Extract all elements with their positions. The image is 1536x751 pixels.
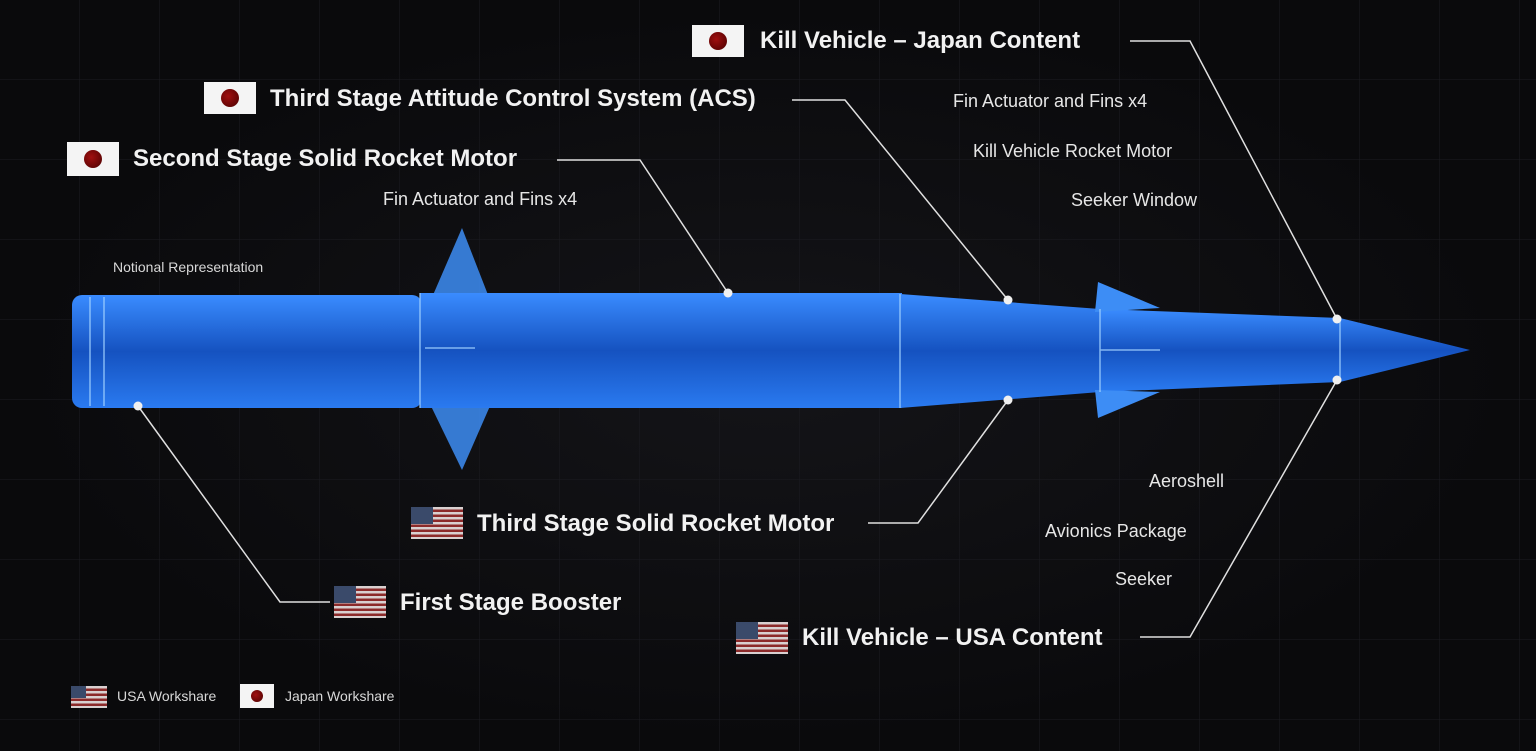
usa-flag-icon <box>334 586 386 618</box>
japan-flag-icon <box>67 142 119 176</box>
sublabel-seeker: Seeker <box>1115 569 1173 589</box>
sublabel-avionics: Avionics Package <box>1045 521 1187 541</box>
fin-top <box>430 228 490 302</box>
sublabel-fin-actuator: Fin Actuator and Fins x4 <box>383 189 578 209</box>
sublabel-seeker-window: Seeker Window <box>1071 190 1198 210</box>
kill-vehicle <box>1100 309 1470 392</box>
callout-kv-usa: Kill Vehicle – USA Content <box>802 624 1103 651</box>
sublabel-kv-fin-actuator: Fin Actuator and Fins x4 <box>953 91 1148 111</box>
sublabel-kv-rocket-motor: Kill Vehicle Rocket Motor <box>973 141 1173 161</box>
callout-kv-japan: Kill Vehicle – Japan Content <box>760 27 1081 54</box>
fin-bottom <box>430 404 490 470</box>
second-stage <box>420 293 902 408</box>
first-stage <box>72 295 422 408</box>
third-stage <box>900 294 1100 408</box>
japan-flag-icon <box>692 25 744 57</box>
usa-flag-icon <box>411 507 463 539</box>
kv-fin-top <box>1095 282 1160 312</box>
legend-japan-flag-icon <box>240 684 274 708</box>
callout-dots <box>133 288 1342 411</box>
japan-flag-icon <box>204 82 256 114</box>
leader-lines <box>137 40 1338 638</box>
legend-usa-flag-icon <box>71 686 107 708</box>
callout-third-srm: Third Stage Solid Rocket Motor <box>477 510 835 537</box>
callout-third-acs: Third Stage Attitude Control System (ACS… <box>270 85 756 112</box>
legend-japan: Japan Workshare <box>285 688 395 704</box>
usa-flag-icon <box>736 622 788 654</box>
callout-second-srm: Second Stage Solid Rocket Motor <box>133 145 518 172</box>
kv-fin-bottom <box>1095 390 1160 418</box>
legend-usa: USA Workshare <box>117 688 217 704</box>
missile-body <box>72 228 1470 470</box>
callout-first-booster: First Stage Booster <box>400 589 622 616</box>
sublabel-aeroshell: Aeroshell <box>1149 471 1225 491</box>
notional-note: Notional Representation <box>113 259 264 275</box>
